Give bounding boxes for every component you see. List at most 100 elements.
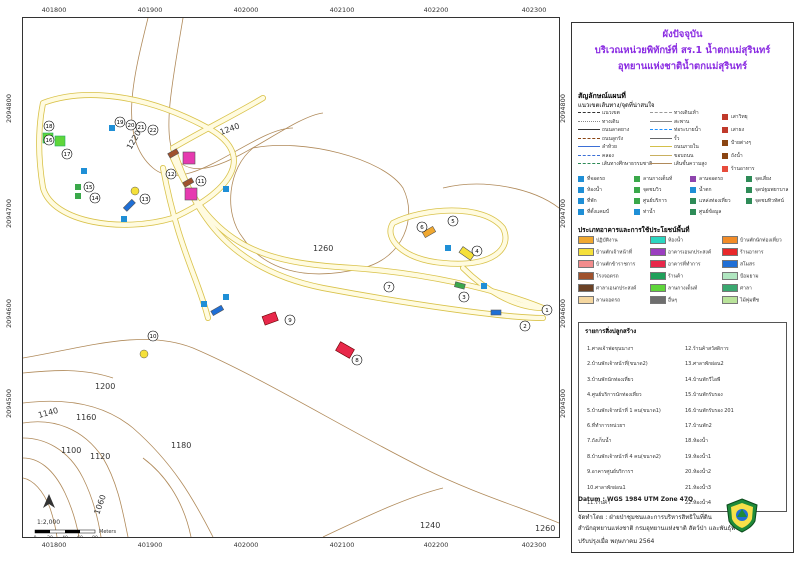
building-number-label: 21 xyxy=(138,125,145,131)
landuse-legend-label: ห้องน้ำ xyxy=(668,237,683,244)
landuse-legend-label: สโมสร xyxy=(740,261,755,268)
building-list-item: 12.ร้านค้าสวัสดิการ xyxy=(685,346,729,352)
building-number-marker[interactable]: 19 xyxy=(114,116,126,128)
building-number-marker[interactable]: 20 xyxy=(125,119,137,131)
building-number-label: 1 xyxy=(545,308,549,314)
facility-icon xyxy=(578,208,584,215)
building-number-label: 12 xyxy=(168,172,175,178)
icon-legend-label: จุดเสี่ยง xyxy=(755,176,772,182)
building-list-item: 7.ถังเก็บน้ำ xyxy=(587,438,612,445)
icon-legend-item: ห้องน้ำ xyxy=(578,186,602,194)
building-number-marker[interactable]: 16 xyxy=(43,134,55,146)
building-number-marker[interactable]: 21 xyxy=(135,121,147,133)
building-number-marker[interactable]: 15 xyxy=(83,181,95,193)
building-list-item: 4.ศูนย์บริการนักท่องเที่ยว xyxy=(587,392,642,399)
building-number-marker[interactable]: 6 xyxy=(416,221,428,233)
building-number-marker[interactable]: 13 xyxy=(139,193,151,205)
landuse-legend-label: บ้านพักข้าราชการ xyxy=(596,261,636,268)
icon-legend-label: ศูนย์บริการ xyxy=(643,198,667,204)
building-number-marker[interactable]: 12 xyxy=(165,168,177,180)
building-restaurant-2[interactable] xyxy=(184,187,198,201)
building-welfare-shop[interactable] xyxy=(182,177,195,188)
point-swatch xyxy=(722,113,728,120)
landuse-legend-item: อาคารเอนกประสงค์ xyxy=(650,248,711,257)
building-list-item: 19.ห้องน้ำ1 xyxy=(685,453,712,460)
icon-legend-label: ที่ตั้งแคมป์ xyxy=(587,209,610,215)
building-number-marker[interactable]: 1 xyxy=(541,304,553,316)
building-visitor-center[interactable] xyxy=(458,246,475,261)
building-campground-2[interactable] xyxy=(54,135,66,147)
building-service-center[interactable] xyxy=(261,311,279,326)
pavilion-icon[interactable] xyxy=(130,186,140,196)
building-vip-house[interactable] xyxy=(122,198,136,212)
building-office[interactable] xyxy=(421,225,437,239)
icon-legend-item: จุดชมวิว xyxy=(634,186,661,194)
toilet-icon[interactable] xyxy=(121,216,127,222)
point-swatch xyxy=(722,165,728,172)
building-staff-house[interactable] xyxy=(335,341,355,359)
info-icon[interactable] xyxy=(223,186,229,192)
line-swatch xyxy=(650,163,672,164)
line-legend-item: ทางเดินเท้า xyxy=(650,109,699,117)
building-number-marker[interactable]: 14 xyxy=(89,192,101,204)
building-list-item: 18.ห้องน้ำ xyxy=(685,438,708,445)
point-swatch xyxy=(722,139,728,146)
y-tick-label: 2094700 xyxy=(559,199,567,228)
line-swatch xyxy=(650,146,672,147)
building-number-marker[interactable]: 8 xyxy=(351,354,363,366)
building-guest-house[interactable] xyxy=(210,304,225,317)
icon-legend-label: ที่จอดรถ xyxy=(587,176,606,182)
line-swatch xyxy=(578,129,600,130)
building-number-marker[interactable]: 11 xyxy=(195,175,207,187)
line-legend-item: แนวเขต xyxy=(578,109,620,117)
building-number-marker[interactable]: 2 xyxy=(519,320,531,332)
building-number-marker[interactable]: 3 xyxy=(458,291,470,303)
parking-icon[interactable] xyxy=(445,245,451,251)
scale-unit: Meters xyxy=(99,529,116,535)
tent-icon[interactable] xyxy=(75,184,81,190)
building-number-marker[interactable]: 18 xyxy=(43,120,55,132)
building-number-label: 15 xyxy=(86,185,93,191)
toilet-icon[interactable] xyxy=(201,301,207,307)
toilet-icon[interactable] xyxy=(109,125,115,131)
line-legend-label: ถนนลูกรัง xyxy=(602,135,624,142)
icon-legend-label: ลานจอดรถ xyxy=(699,176,724,182)
line-legend-label: แนวเขต xyxy=(602,110,620,116)
building-number-marker[interactable]: 7 xyxy=(383,281,395,293)
landuse-swatch xyxy=(650,236,666,244)
contour-label: 1200 xyxy=(95,382,115,391)
building-number-label: 14 xyxy=(92,196,99,202)
line-swatch xyxy=(650,112,672,113)
toilet-icon[interactable] xyxy=(81,168,87,174)
point-icons xyxy=(75,125,487,359)
pavilion-icon[interactable] xyxy=(139,349,149,359)
building-restaurant[interactable] xyxy=(182,151,196,165)
tent-icon[interactable] xyxy=(75,193,81,199)
symbols-subheading: แนวเขตเส้นทาง/จุดที่น่าสนใจ xyxy=(578,102,655,109)
line-legend-item: เส้นทางศึกษาธรรมชาติ xyxy=(578,160,652,168)
landuse-swatch xyxy=(722,260,738,268)
line-swatch xyxy=(578,163,600,164)
building-number-marker[interactable]: 10 xyxy=(147,330,159,342)
landuse-swatch xyxy=(578,260,594,268)
building-list-item: 22.ห้องน้ำ4 xyxy=(685,499,712,506)
line-legend-item: เส้นชั้นความสูง xyxy=(650,160,707,168)
building-staff-house-2[interactable] xyxy=(490,309,502,316)
building-number-marker[interactable]: 5 xyxy=(447,215,459,227)
toilet-icon[interactable] xyxy=(223,294,229,300)
landuse-legend-item: ร้านค้า xyxy=(650,272,683,281)
landuse-legend-label: ร้านค้า xyxy=(668,273,684,280)
building-number-marker[interactable]: 4 xyxy=(471,245,483,257)
building-number-marker[interactable]: 9 xyxy=(284,314,296,326)
building-number-marker[interactable]: 22 xyxy=(147,124,159,136)
building-number-marker[interactable]: 17 xyxy=(61,148,73,160)
landuse-legend-label: ลานจอดรถ xyxy=(596,297,621,304)
building-guesthouse[interactable] xyxy=(454,281,466,290)
line-legend-item: ถนนลูกรัง xyxy=(578,135,623,143)
camping-icon[interactable] xyxy=(481,283,487,289)
line-swatch xyxy=(578,137,600,139)
building-shop[interactable] xyxy=(167,148,180,159)
